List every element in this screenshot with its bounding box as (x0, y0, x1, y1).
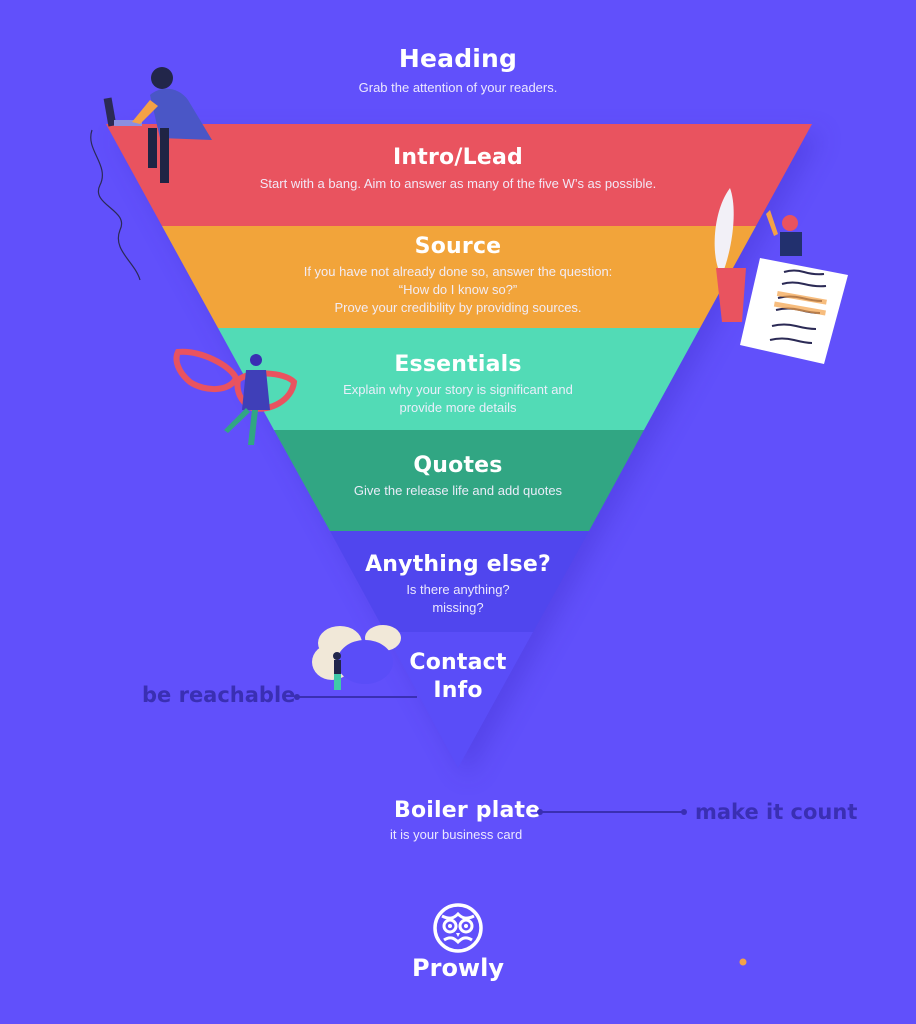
level-intro-desc: Start with a bang. Aim to answer as many… (259, 176, 657, 191)
level-source-desc-1: If you have not already done so, answer … (303, 264, 613, 279)
feather-paper-illustration (714, 188, 848, 364)
band-source (162, 226, 756, 328)
band-anything-else (330, 531, 589, 632)
level-source-title: Source (414, 234, 502, 259)
band-essentials (218, 328, 700, 430)
band-intro-lead (106, 124, 812, 226)
level-anything-else-title: Anything else? (365, 552, 551, 577)
glasses-illustration (173, 348, 298, 445)
level-contact-title-1: Contact (409, 650, 507, 675)
level-intro-title: Intro/Lead (393, 145, 523, 170)
woman-laptop-illustration (90, 67, 212, 281)
band-contact-info (385, 632, 533, 768)
level-source-desc-2: “How do I know so?” (398, 282, 518, 297)
level-contact-title-2: Info (433, 678, 483, 703)
annotation-right-dot-end (681, 809, 687, 815)
level-essentials-desc-2: provide more details (399, 400, 517, 415)
level-anything-else-desc-2: missing? (432, 600, 484, 615)
boiler-plate-subtitle: it is your business card (390, 827, 523, 842)
level-source-desc-3: Prove your credibility by providing sour… (334, 300, 582, 315)
page-subtitle: Grab the attention of your readers. (358, 80, 558, 95)
annotation-be-reachable: be reachable (142, 683, 296, 707)
speech-bubbles-illustration (312, 625, 401, 690)
level-anything-else-desc-1: Is there anything? (406, 582, 510, 597)
level-essentials-title: Essentials (394, 352, 522, 377)
boiler-plate-title: Boiler plate (394, 798, 541, 823)
level-essentials-desc-1: Explain why your story is significant an… (343, 382, 573, 397)
annotation-make-it-count: make it count (695, 800, 858, 824)
page-title: Heading (398, 44, 518, 73)
annotation-left-line (297, 696, 417, 698)
prowly-logo-text: Prowly (412, 954, 504, 982)
level-quotes-title: Quotes (413, 453, 503, 478)
owl-icon (433, 903, 483, 953)
accent-dot (739, 958, 747, 966)
band-quotes (274, 430, 644, 531)
level-quotes-desc: Give the release life and add quotes (353, 483, 563, 498)
annotation-right-line (540, 811, 684, 813)
